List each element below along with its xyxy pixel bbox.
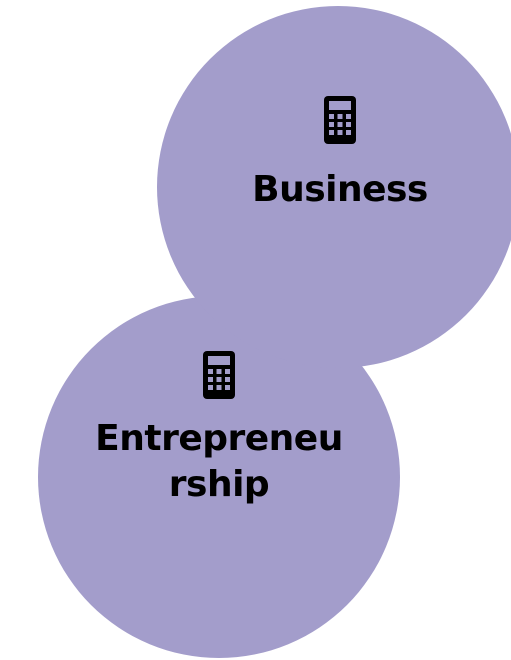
entrepreneurship-node: Entrepreneurship [84, 350, 354, 508]
business-label: Business [252, 169, 428, 210]
calculator-icon [323, 95, 357, 145]
business-circle [157, 6, 511, 368]
calculator-icon [202, 350, 236, 400]
business-node: Business [220, 95, 460, 213]
entrepreneurship-label: Entrepreneurship [95, 418, 343, 505]
